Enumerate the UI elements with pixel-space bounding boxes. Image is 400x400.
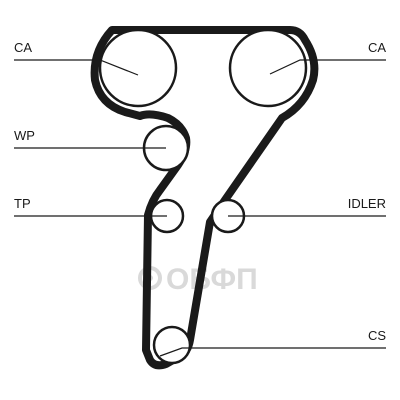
leader-line-ca-right bbox=[269, 59, 386, 75]
leader-lines bbox=[14, 59, 386, 357]
watermark: ОБФП bbox=[138, 263, 258, 296]
watermark-text: ОБФП bbox=[166, 263, 258, 296]
label-idler: IDLER bbox=[348, 196, 386, 211]
label-tp: TP bbox=[14, 196, 31, 211]
label-wp: WP bbox=[14, 128, 35, 143]
label-ca-right: CA bbox=[368, 40, 386, 55]
leader-line-ca-left bbox=[14, 59, 139, 76]
timing-belt bbox=[90, 26, 319, 370]
label-cs: CS bbox=[368, 328, 386, 343]
camshaft-pulley-right bbox=[228, 28, 308, 108]
camshaft-pulley-left bbox=[98, 28, 178, 108]
crankshaft-pulley bbox=[152, 325, 192, 365]
leader-line-cs bbox=[159, 347, 386, 357]
label-ca-left: CA bbox=[14, 40, 32, 55]
